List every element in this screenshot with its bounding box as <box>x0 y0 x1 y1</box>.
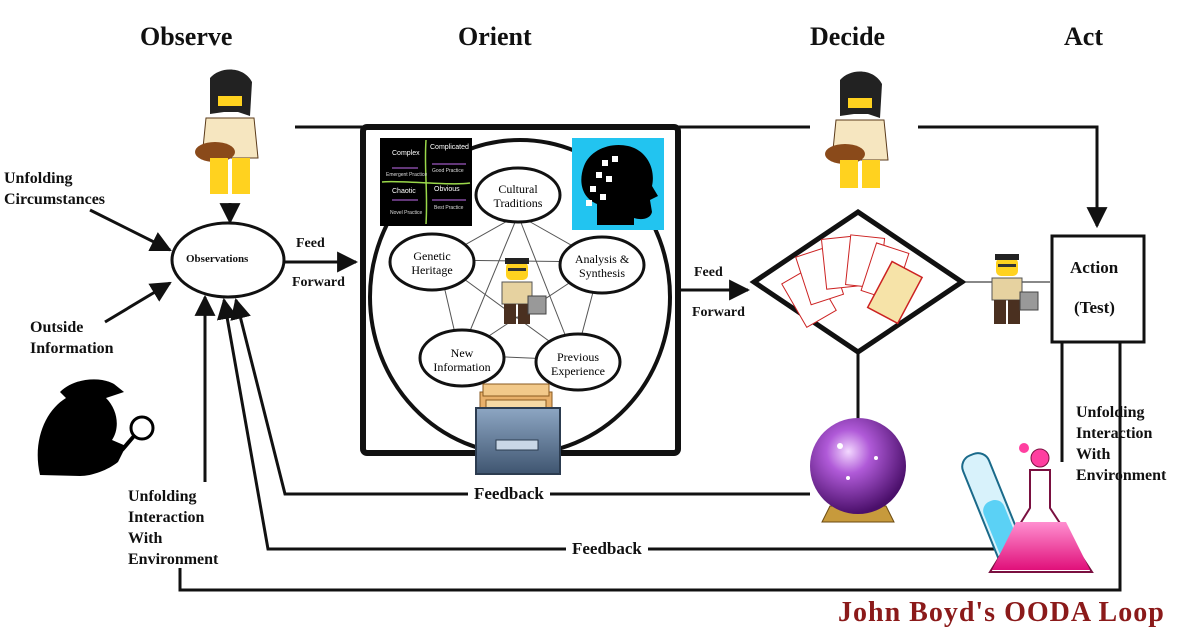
forward-label-1: Forward <box>292 275 345 290</box>
action-label: Action <box>1070 258 1119 277</box>
feed-label-2: Feed <box>694 265 723 280</box>
file-drawer-image <box>475 383 561 475</box>
playing-cards-image <box>781 234 924 328</box>
cynefin-novel-label: Novel Practice <box>390 210 423 216</box>
unfolding-interaction-left-label: Unfolding Interaction With Environment <box>128 488 219 568</box>
feedback-label-top: Feedback <box>468 484 550 504</box>
cynefin-chaotic-label: Chaotic <box>392 188 416 195</box>
cultural-traditions-node: Cultural Traditions <box>493 182 543 210</box>
header-orient: Orient <box>458 22 532 51</box>
feed-label-1: Feed <box>296 236 325 251</box>
cynefin-complex-label: Complex <box>392 150 420 157</box>
cynefin-emergent-label: Emergent Practice <box>386 172 428 178</box>
feedback-label-bottom: Feedback <box>566 539 648 559</box>
genetic-heritage-node: Genetic Heritage <box>411 249 453 277</box>
bottom-loop-line <box>178 340 1122 592</box>
cynefin-panel <box>380 138 472 226</box>
header-act: Act <box>1064 22 1103 51</box>
action-box <box>1050 234 1146 344</box>
cynefin-best-label: Best Practice <box>434 205 464 211</box>
scientist-act-figure <box>991 254 1039 324</box>
caveman-observe-figure <box>195 69 259 194</box>
forward-label-2: Forward <box>692 305 745 320</box>
unfolding-circumstances-label: Unfolding Circumstances <box>4 170 106 208</box>
crystal-ball-image <box>810 418 906 523</box>
scientist-orient-figure <box>501 258 547 324</box>
previous-experience-node: Previous Experience <box>551 350 605 378</box>
feedback-arrow-1 <box>230 297 810 496</box>
header-decide: Decide <box>810 22 886 51</box>
unfolding-interaction-right-label: Unfolding Interaction With Environment <box>1076 404 1167 484</box>
circumstances-arrow <box>89 208 172 252</box>
cynefin-complicated-label: Complicated <box>430 144 469 151</box>
new-information-node: New Information <box>433 346 491 374</box>
analysis-synthesis-node: Analysis & Synthesis <box>574 252 630 280</box>
test-label: (Test) <box>1074 298 1115 317</box>
observations-label: Observations <box>186 253 249 265</box>
lab-glassware-image <box>961 443 1094 573</box>
diagram-title: John Boyd's OODA Loop <box>838 597 1165 628</box>
outside-information-label: Outside Information <box>30 319 114 357</box>
outside-info-arrow <box>104 281 172 324</box>
feedback-arrow-2 <box>216 297 1000 551</box>
header-observe: Observe <box>140 22 233 51</box>
head-puzzle-image <box>572 138 664 230</box>
cynefin-obvious-label: Obvious <box>434 186 460 193</box>
detective-silhouette <box>37 379 155 476</box>
caveman-decide-figure <box>825 71 889 188</box>
cynefin-good-label: Good Practice <box>432 168 464 174</box>
observations-node <box>170 221 286 299</box>
